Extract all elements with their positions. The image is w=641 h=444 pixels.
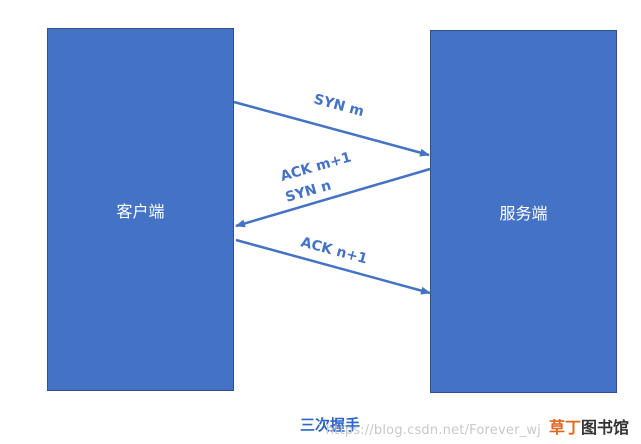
server-box: 服务端: [430, 30, 617, 393]
syn-ack-arrow: [235, 167, 431, 228]
ack-syn-label-line1: ACK m+1: [279, 149, 353, 184]
ack-label: ACK n+1: [299, 234, 369, 267]
diagram-caption: 三次握手: [299, 416, 360, 434]
server-label: 服务端: [499, 203, 548, 223]
syn-label: SYN m: [312, 91, 366, 120]
ack-arrow: [235, 238, 431, 295]
watermark: https://blog.csdn.net/Forever_wj 草丁图书馆: [326, 414, 631, 438]
client-label: 客户端: [116, 201, 165, 221]
syn-arrow: [233, 100, 430, 157]
client-box: 客户端: [47, 28, 234, 391]
watermark-brand: 草丁图书馆: [546, 414, 631, 438]
watermark-brand-rest: 图书馆: [580, 418, 629, 437]
watermark-url: https://blog.csdn.net/Forever_wj: [325, 423, 541, 438]
watermark-brand-accent: 草丁: [548, 418, 581, 437]
